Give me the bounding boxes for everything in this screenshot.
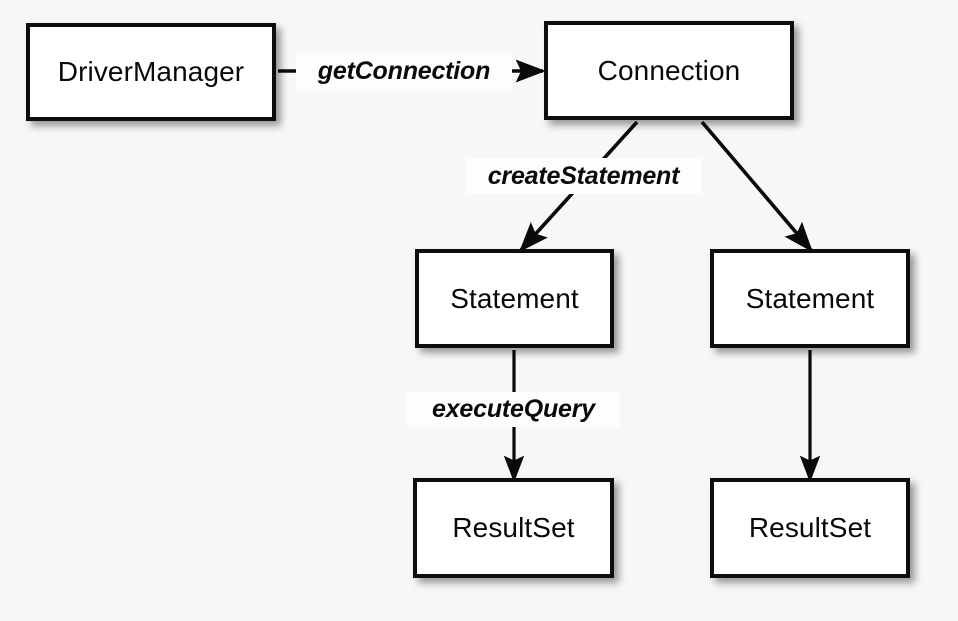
node-connection-label: Connection bbox=[597, 54, 741, 86]
node-statement-right-label: Statement bbox=[745, 282, 875, 314]
node-statement-left[interactable]: Statement bbox=[415, 249, 614, 348]
node-connection[interactable]: Connection bbox=[544, 21, 794, 120]
edge-connection-statement-right bbox=[700, 120, 813, 253]
node-drivermanager-label: DriverManager bbox=[57, 56, 245, 87]
node-statement-left-label: Statement bbox=[450, 282, 579, 314]
node-resultset-right[interactable]: ResultSet bbox=[710, 478, 910, 578]
edge-label-getconnection: getConnection bbox=[296, 53, 512, 89]
node-resultset-left[interactable]: ResultSet bbox=[413, 478, 614, 578]
node-resultset-right-label: ResultSet bbox=[748, 512, 872, 543]
node-resultset-left-label: ResultSet bbox=[452, 512, 575, 543]
node-drivermanager[interactable]: DriverManager bbox=[26, 23, 276, 121]
node-statement-right[interactable]: Statement bbox=[710, 249, 910, 348]
edge-label-executequery: executeQuery bbox=[407, 392, 620, 427]
edge-label-createstatement: createStatement bbox=[466, 158, 701, 194]
